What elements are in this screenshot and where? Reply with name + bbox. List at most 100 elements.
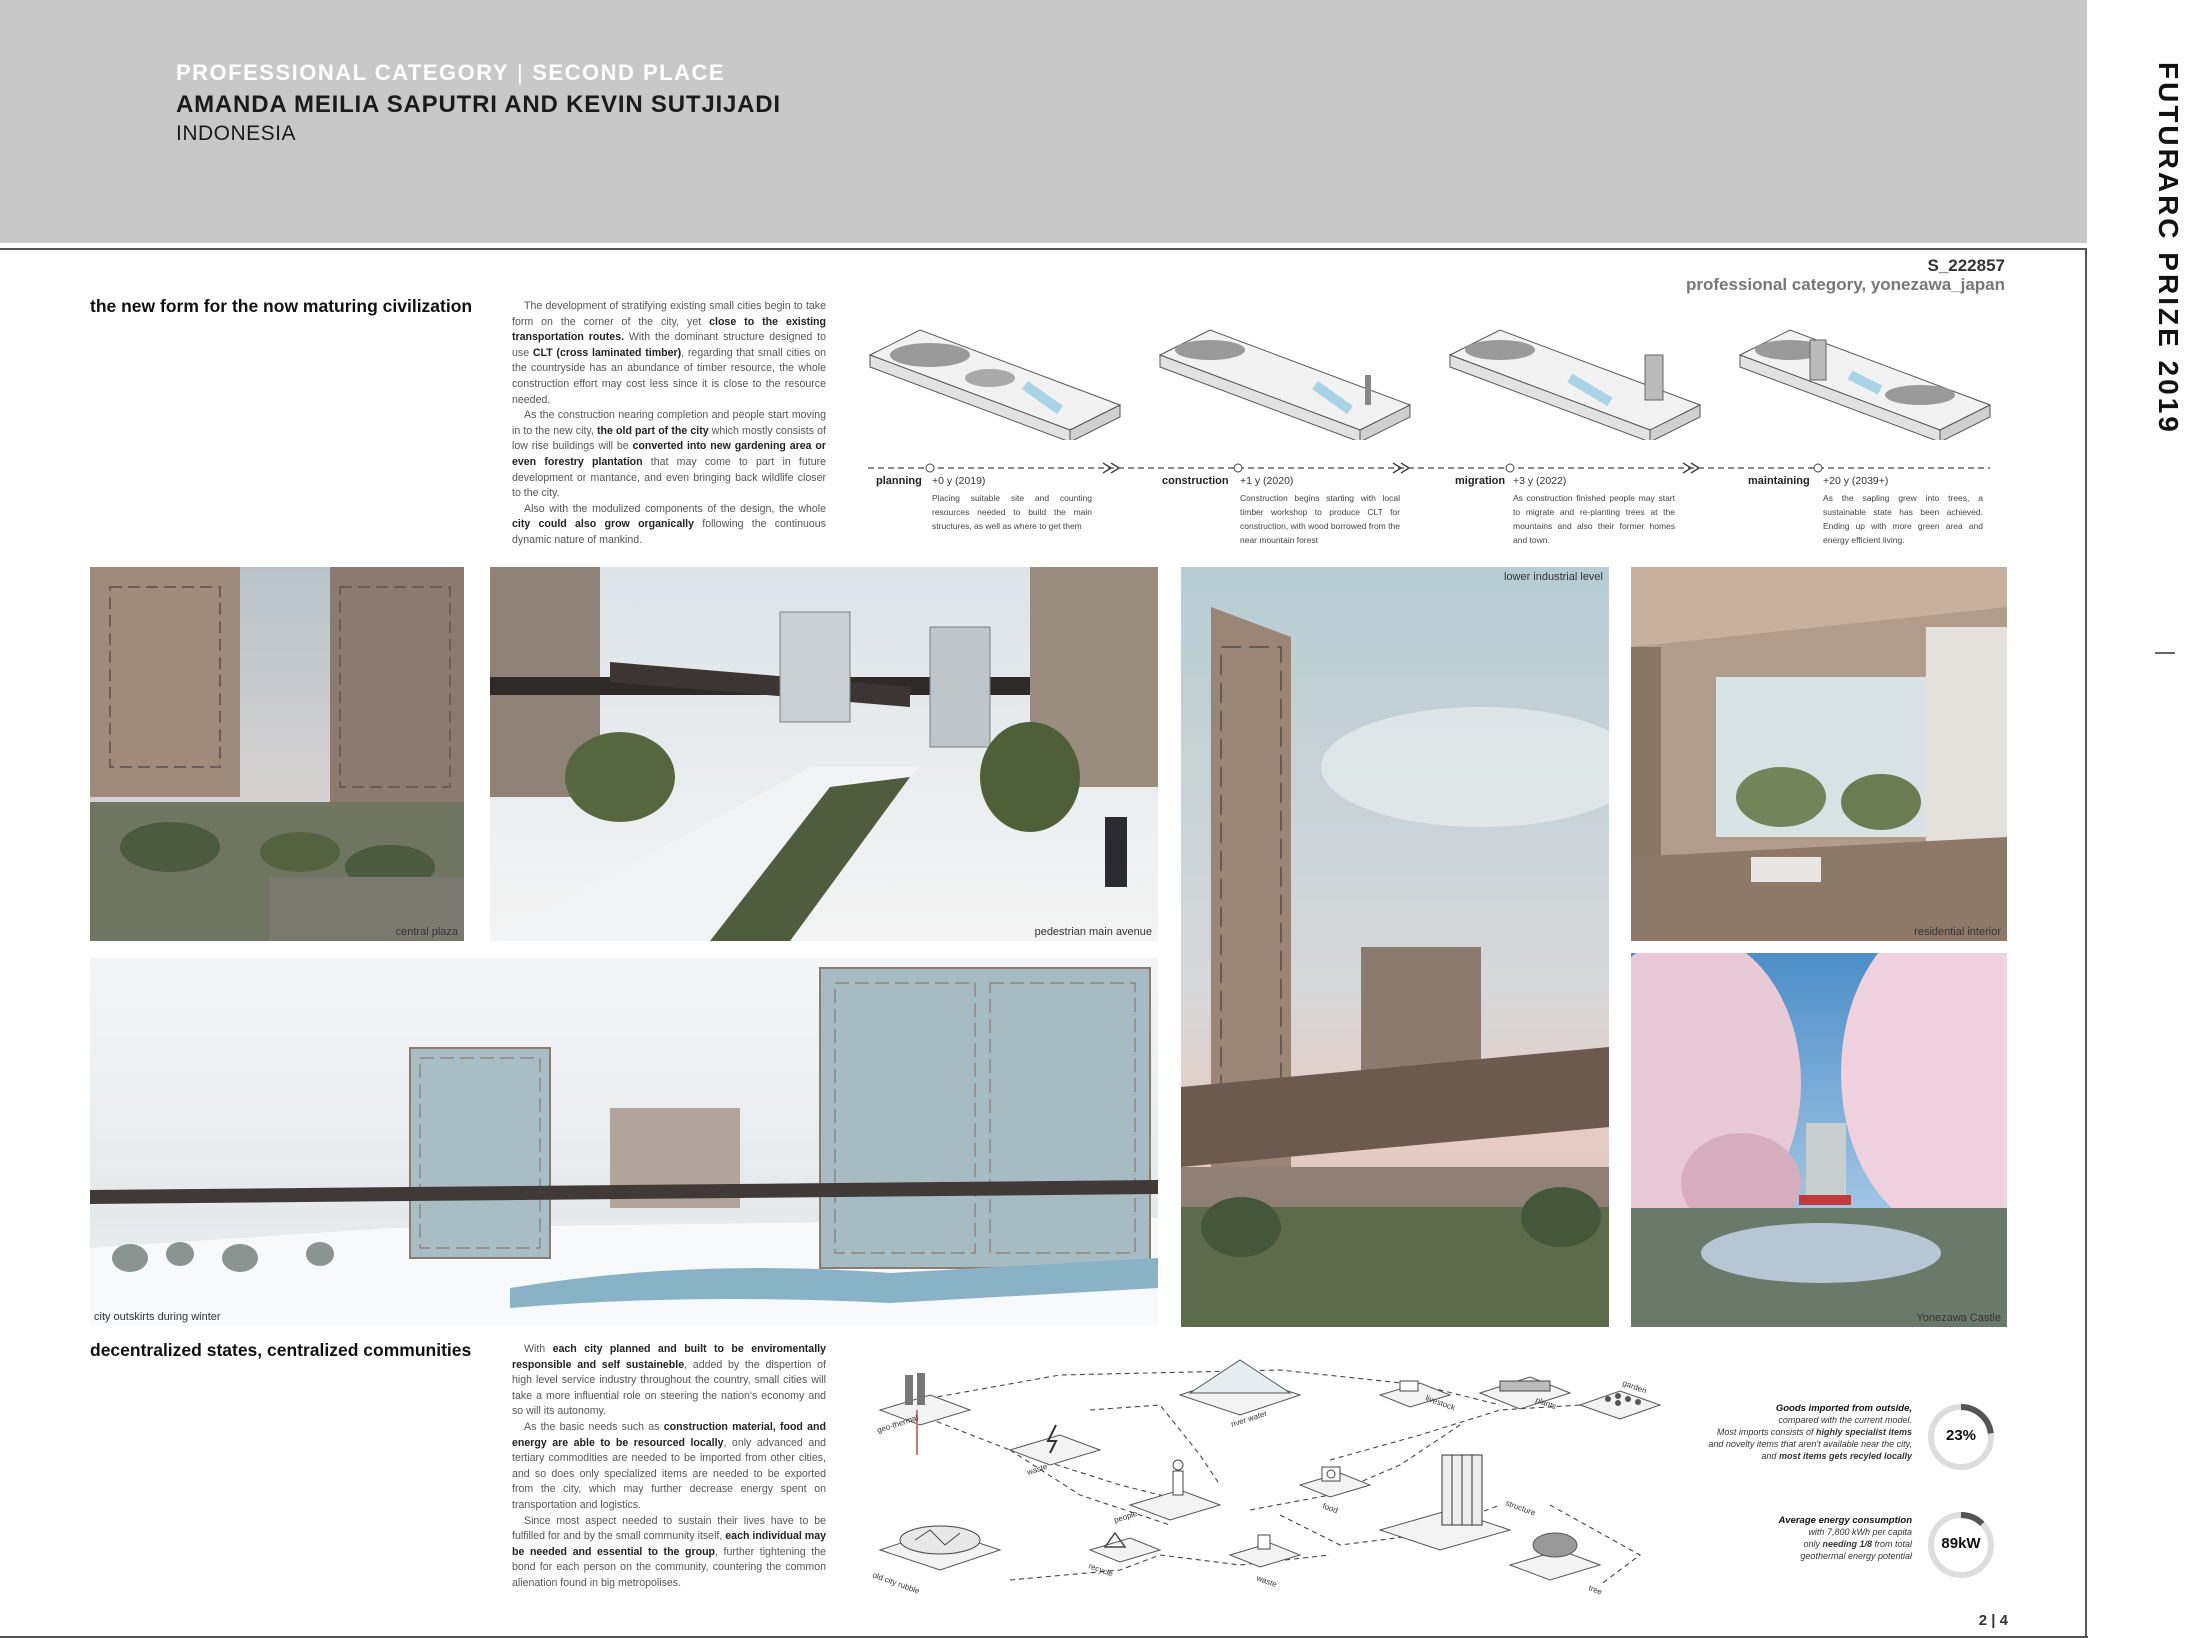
gauge-imports-value: 23% (1945, 1427, 1977, 1444)
s1-text: that may come to part in future developm… (512, 455, 826, 500)
stat-energy-title: Average energy consumption (1778, 1515, 1912, 1526)
s1-text: Also with the modulized components of th… (524, 502, 826, 515)
platform-people (1128, 1489, 1222, 1521)
s1-bold: city could also grow organically (512, 518, 694, 531)
caption-yonezawa-castle: Yonezawa Castle (1916, 1312, 2001, 1324)
stat-text-bold: needing 1/8 (1822, 1539, 1872, 1549)
platform-waste (1008, 1434, 1102, 1466)
s1-bold: the old part of the city (597, 424, 709, 437)
stat-energy-line2: only needing 1/8 from total (1600, 1538, 1912, 1550)
place-label: SECOND PLACE (532, 60, 726, 85)
render-central-plaza: central plaza (90, 567, 464, 941)
s1-text: which mostly consists of low rise buildi… (512, 424, 826, 453)
section2-body: With each city planned and built to be e… (512, 1342, 826, 1592)
s2-text: With (524, 1343, 553, 1355)
phase-label-migration: migration (1455, 475, 1506, 487)
stat-text-part: and (1761, 1451, 1779, 1461)
s1-bold: close to the existing transportation rou… (512, 315, 827, 344)
phase-label-maintaining: maintaining (1748, 475, 1810, 487)
category-label: PROFESSIONAL CATEGORY (176, 60, 510, 85)
s2-bold: each city planned and built to be enviro… (512, 1343, 826, 1371)
phase-time-planning: +0 y (2019) (932, 475, 986, 487)
section1-heading: the new form for the now maturing civili… (90, 296, 473, 316)
tree-icon (1532, 1532, 1578, 1558)
s2-bold: construction material, food and energy a… (512, 1420, 826, 1449)
category-separator: | (517, 60, 525, 85)
authors: AMANDA MEILIA SAPUTRI AND KEVIN SUTJIJAD… (176, 91, 781, 118)
timeline-illustrations (868, 329, 1992, 440)
s1-text: The development of stratifying existing … (512, 300, 826, 328)
energy-bolt-icon (1046, 1424, 1058, 1454)
phase-label-planning: planning (876, 475, 922, 487)
gauge-energy-value: 89kW (1941, 1535, 1981, 1552)
section2-heading: decentralized states, centralized commun… (90, 1340, 472, 1360)
plants-icon (1499, 1380, 1551, 1392)
phase-desc-construction: Construction begins starting with local … (1240, 493, 1400, 545)
s2-text: , only advanced and tertiary commodities… (512, 1436, 826, 1511)
caption-city-outskirts: city outskirts during winter (94, 1311, 221, 1323)
stat-text-part: Most imports consists of (1716, 1427, 1816, 1437)
stat-imports-line2: Most imports consists of highly speciali… (1600, 1426, 1912, 1438)
resource-flow-diagram: geo-thermal waste river water livestock … (871, 1359, 1662, 1597)
livestock-icon (1399, 1380, 1419, 1392)
s1-text: , regarding that small cities on the cou… (512, 346, 827, 406)
stat-text-part: from total (1871, 1539, 1912, 1549)
s2-bold: each individual may be needed and essent… (512, 1530, 826, 1558)
content-frame (0, 248, 2087, 1636)
s2-text: Since most aspect needed to sustain thei… (512, 1514, 826, 1543)
recycle-icon (1103, 1531, 1127, 1548)
side-title-text: FUTURARC PRIZE 2019 (2153, 62, 2184, 435)
timeline-arrow-icon (1392, 462, 1411, 474)
s1-text: following the continuous dynamic nature … (512, 518, 826, 546)
food-icon (1321, 1466, 1341, 1482)
render-city-outskirts-winter: city outskirts during winter (90, 958, 1158, 1326)
entry-subtitle: professional category, yonezawa_japan (1685, 275, 2005, 294)
entry-code: S_222857 (1927, 256, 2005, 275)
stat-text-bold: most items gets recyled locally (1778, 1451, 1912, 1461)
gauge-arc (1928, 1404, 1994, 1470)
caption-lower-industrial: lower industrial level (1503, 571, 1603, 583)
stat-energy-line1: with 7,800 kWh per capita (1808, 1527, 1912, 1537)
page-number: 2 | 4 (1978, 1612, 2008, 1629)
platform-geothermal (878, 1394, 972, 1426)
side-tick (2155, 652, 2175, 654)
stat-imports-title: Goods imported from outside, (1775, 1403, 1912, 1414)
stat-energy-line3: geothermal energy potential (1800, 1551, 1912, 1561)
label-food: food (1321, 1501, 1339, 1515)
rubble-icon (899, 1525, 981, 1555)
stat-text-part: only (1803, 1539, 1823, 1549)
timeline-arrow-icon (1682, 462, 1701, 474)
label-recycle: recycle (1087, 1561, 1114, 1578)
header-band (0, 0, 2087, 243)
caption-central-plaza: central plaza (395, 926, 458, 938)
gauge-energy: 89kW (1926, 1510, 1996, 1580)
timeline-node (1813, 463, 1823, 473)
stat-text-bold: highly specialist items (1815, 1427, 1912, 1437)
award-line: PROFESSIONAL CATEGORY | SECOND PLACE (176, 60, 725, 86)
stat-imports-line3: and novelty items that aren't available … (1708, 1439, 1912, 1449)
phase-label-construction: construction (1162, 475, 1229, 487)
label-waste-2: waste (1254, 1573, 1278, 1589)
label-structure: structure (1504, 1498, 1537, 1517)
gauge-arc (1928, 1512, 1994, 1578)
caption-residential-interior: residential interior (1914, 926, 2001, 938)
s2-text: , added by the dispertion of high level … (512, 1358, 826, 1418)
s1-text: With the dominant structure designed to … (512, 331, 826, 359)
phase-time-migration: +3 y (2022) (1513, 475, 1567, 487)
timeline-node (1505, 463, 1515, 473)
s1-bold: CLT (cross laminated timber) (532, 346, 682, 359)
gauge-imports: 23% (1926, 1402, 1996, 1472)
person-icon (1172, 1459, 1184, 1496)
platform-waste-2 (1228, 1542, 1302, 1568)
s1-bold: converted into new gardening area or eve… (512, 440, 826, 468)
label-old-city-rubble: old city rubble (871, 1570, 921, 1596)
stat-energy: Average energy consumption with 7,800 kW… (1600, 1515, 1912, 1562)
s2-text: , further tightening the bond for each p… (512, 1545, 827, 1589)
trash-bin-icon (1257, 1534, 1271, 1550)
timeline-line (868, 462, 1990, 474)
render-yonezawa-castle: Yonezawa Castle (1631, 953, 2007, 1327)
section1-body: The development of stratifying existing … (512, 299, 826, 549)
garden-icon (1605, 1393, 1641, 1406)
phase-time-maintaining: +20 y (2039+) (1823, 475, 1889, 487)
stat-imports-line1: compared with the current model. (1778, 1415, 1912, 1425)
